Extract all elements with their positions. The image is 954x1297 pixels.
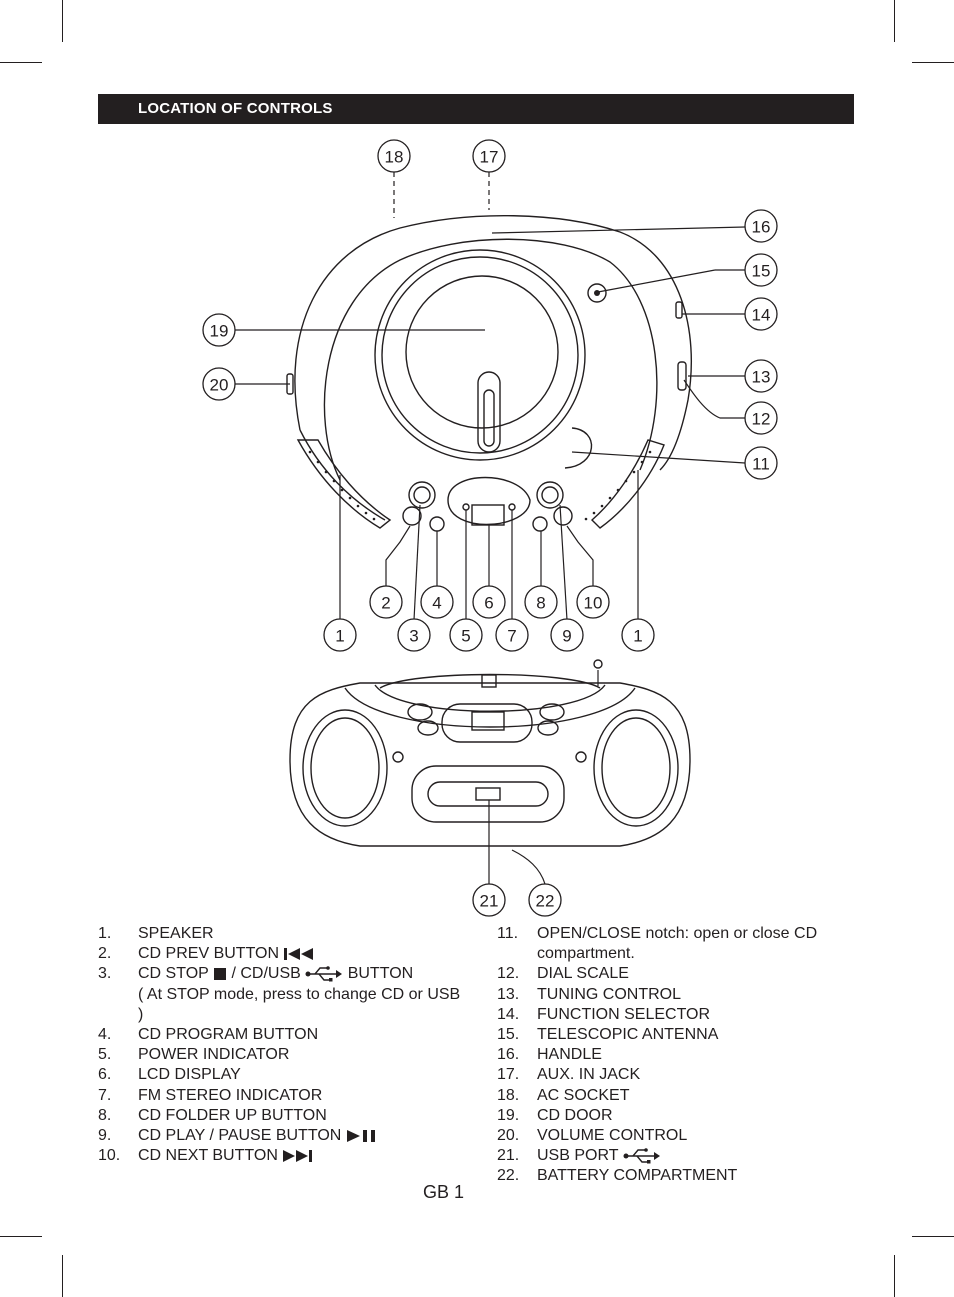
callout-19: 19 [202, 313, 236, 347]
callout-11: 11 [744, 446, 778, 480]
svg-text:2: 2 [381, 594, 390, 613]
legend-item: 21.USB PORT [497, 1146, 857, 1166]
callout-3: 3 [397, 618, 431, 652]
svg-text:5: 5 [461, 627, 470, 646]
legend-item: 15.TELESCOPIC ANTENNA [497, 1026, 719, 1044]
callout-21: 21 [472, 883, 506, 917]
stop-icon [214, 968, 226, 981]
prev-icon [283, 947, 313, 960]
callout-7: 7 [495, 618, 529, 652]
callout-8: 8 [524, 585, 558, 619]
crop-mark [894, 1255, 895, 1297]
page-number: GB 1 [423, 1182, 465, 1202]
svg-text:19: 19 [210, 322, 229, 341]
legend-item: 8.CD FOLDER UP BUTTON [98, 1106, 327, 1124]
callout-6: 6 [472, 585, 506, 619]
legend-right: 11.OPEN/CLOSE notch: open or close CD co… [497, 924, 857, 1187]
legend-item: 2.CD PREV BUTTON [98, 944, 468, 964]
crop-mark [894, 0, 895, 42]
callout-17: 17 [472, 139, 506, 173]
callout-14: 14 [744, 297, 778, 331]
legend-item: 11.OPEN/CLOSE notch: open or close CD co… [497, 925, 818, 963]
svg-text:1: 1 [335, 627, 344, 646]
callout-1-left: 1 [323, 618, 357, 652]
crop-mark [0, 1236, 42, 1237]
svg-text:15: 15 [752, 262, 771, 281]
callout-5: 5 [449, 618, 483, 652]
legend-left: 1.SPEAKER 2.CD PREV BUTTON 3.CD STOP / C… [98, 924, 468, 1166]
crop-mark [62, 1255, 63, 1297]
play-pause-icon [346, 1129, 375, 1142]
legend-item: 6.LCD DISPLAY [98, 1066, 241, 1084]
svg-text:7: 7 [507, 627, 516, 646]
top-view-drawing [286, 214, 692, 532]
svg-text:4: 4 [432, 594, 441, 613]
legend-item: 7.FM STEREO INDICATOR [98, 1086, 323, 1104]
svg-text:9: 9 [562, 627, 571, 646]
svg-text:14: 14 [752, 306, 771, 325]
svg-text:16: 16 [752, 218, 771, 237]
svg-text:21: 21 [480, 892, 499, 911]
svg-text:11: 11 [752, 455, 770, 474]
section-title: LOCATION OF CONTROLS [138, 100, 333, 117]
callout-9: 9 [550, 618, 584, 652]
svg-text:1: 1 [633, 627, 642, 646]
callout-22: 22 [528, 883, 562, 917]
svg-text:13: 13 [752, 368, 771, 387]
legend-item: 13.TUNING CONTROL [497, 985, 681, 1003]
legend-item: 22.BATTERY COMPARTMENT [497, 1167, 738, 1185]
leader-lines [235, 172, 746, 885]
callout-15: 15 [744, 253, 778, 287]
callout-12: 12 [744, 401, 778, 435]
svg-text:17: 17 [480, 148, 499, 167]
legend-item: 1.SPEAKER [98, 925, 214, 942]
svg-text:22: 22 [536, 892, 555, 911]
legend-item: 4.CD PROGRAM BUTTON [98, 1026, 319, 1044]
legend-item: 9.CD PLAY / PAUSE BUTTON [98, 1126, 468, 1146]
legend-item: 3.CD STOP / CD/USB BUTTON ( At STOP mode… [98, 965, 461, 1023]
svg-text:8: 8 [536, 594, 545, 613]
usb-icon [305, 966, 343, 982]
next-icon [283, 1150, 313, 1162]
front-view-drawing [289, 659, 691, 847]
legend-item: 17.AUX. IN JACK [497, 1066, 641, 1084]
svg-text:18: 18 [385, 148, 404, 167]
crop-mark [62, 0, 63, 42]
callout-16: 16 [744, 209, 778, 243]
usb-icon [623, 1148, 660, 1164]
crop-mark [912, 1236, 954, 1237]
legend-item: 10.CD NEXT BUTTON [98, 1146, 468, 1166]
svg-text:3: 3 [409, 627, 418, 646]
callout-13: 13 [744, 359, 778, 393]
section-header-bar: LOCATION OF CONTROLS [98, 94, 854, 124]
legend-item: 12.DIAL SCALE [497, 965, 629, 983]
svg-text:6: 6 [484, 594, 493, 613]
legend-item: 16.HANDLE [497, 1046, 602, 1064]
svg-text:10: 10 [584, 594, 603, 613]
legend-item: 5.POWER INDICATOR [98, 1046, 290, 1064]
callout-1-right: 1 [621, 618, 655, 652]
callout-2: 2 [369, 585, 403, 619]
callout-4: 4 [420, 585, 454, 619]
legend-item: 19.CD DOOR [497, 1106, 613, 1124]
crop-mark [912, 62, 954, 63]
legend-item: 14.FUNCTION SELECTOR [497, 1005, 711, 1023]
callout-10: 10 [576, 585, 610, 619]
legend-item: 18.AC SOCKET [497, 1086, 630, 1104]
legend-item: 20.VOLUME CONTROL [497, 1127, 688, 1145]
crop-mark [0, 62, 42, 63]
callout-20: 20 [202, 367, 236, 401]
svg-text:20: 20 [210, 376, 229, 395]
svg-text:12: 12 [752, 410, 771, 429]
callout-18: 18 [377, 139, 411, 173]
